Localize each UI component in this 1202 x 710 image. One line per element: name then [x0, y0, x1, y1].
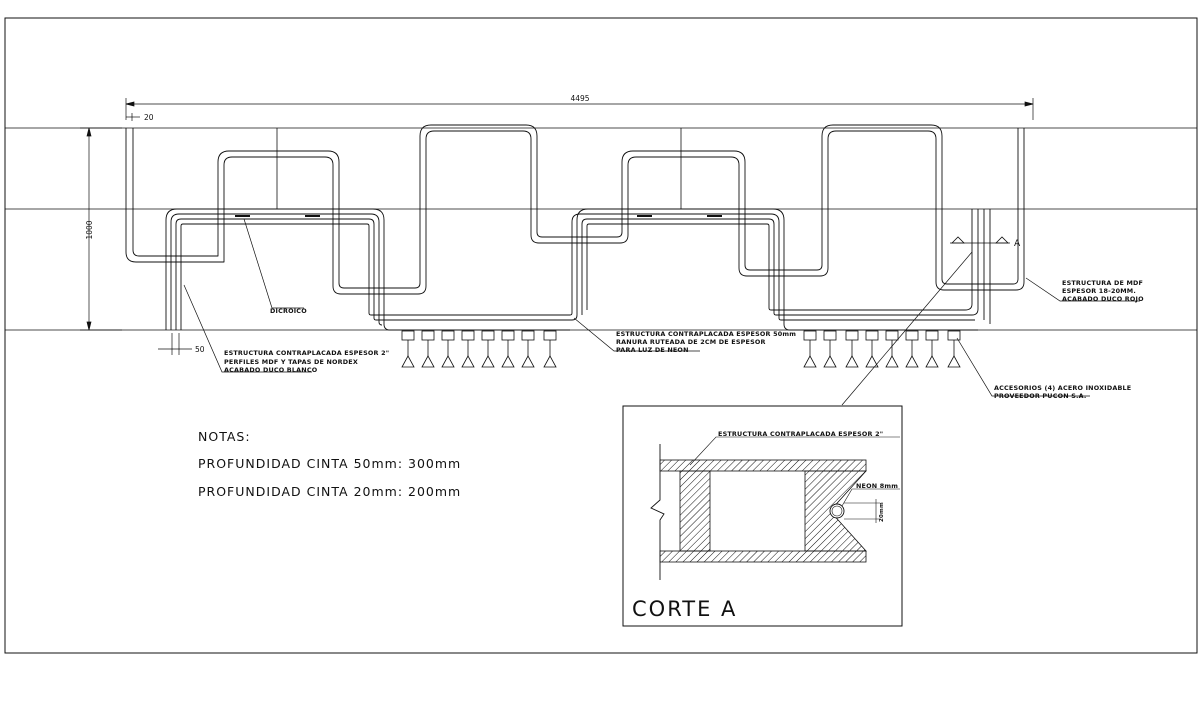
label-accessories-1: ACCESORIOS (4) ACERO INOXIDABLE [994, 384, 1131, 392]
notes-line-1: PROFUNDIDAD CINTA 50mm: 300mm [198, 456, 461, 471]
accessory-fixture [885, 330, 899, 368]
label-dicroico: DICROICO [270, 307, 307, 315]
section-label-neon: NEON 8mm [856, 482, 898, 490]
section-label-structure: ESTRUCTURA CONTRAPLACADA ESPESOR 2" [718, 430, 883, 438]
label-left-structure-1: ESTRUCTURA CONTRAPLACADA ESPESOR 2" [224, 349, 389, 357]
accessory-fixture [461, 330, 475, 368]
section-title: CORTE A [632, 597, 737, 621]
accessory-fixture [401, 330, 415, 368]
serpentine-structure [125, 124, 1025, 295]
section-marker-label: A [1014, 239, 1021, 249]
accessory-fixture [845, 330, 859, 368]
leader-lines [183, 218, 1140, 406]
section-marker [950, 236, 1010, 244]
label-center-structure-3: PARA LUZ DE NEON [616, 346, 689, 354]
dimension-height [80, 127, 122, 331]
dimension-bottom [158, 333, 192, 355]
label-center-structure-2: RANURA RUTEADA DE 2CM DE ESPESOR [616, 338, 766, 346]
notes-line-2: PROFUNDIDAD CINTA 20mm: 200mm [198, 484, 461, 499]
dimension-total-width [125, 98, 1034, 121]
label-right-structure-2: ESPESOR 18-20MM. [1062, 287, 1136, 295]
dimension-height-label: 1000 [85, 220, 94, 239]
label-right-structure-3: ACABADO DUCO ROJO [1062, 295, 1144, 303]
accessory-fixture [441, 330, 455, 368]
label-left-structure-2: PERFILES MDF Y TAPAS DE NORDEX [224, 358, 358, 366]
section-label-dim: 20mm [879, 502, 885, 522]
accessory-fixture [543, 330, 557, 368]
label-accessories-2: PROVEEDOR PUCON S.A. [994, 392, 1087, 400]
sheet-border [4, 17, 1198, 654]
accessory-fixture [905, 330, 919, 368]
accessory-fixture [481, 330, 495, 368]
accessories-group [401, 330, 961, 368]
dimension-bottom-label: 50 [195, 345, 205, 354]
contraplacada-left [165, 208, 991, 331]
dimension-offset-label: 20 [144, 113, 154, 122]
label-center-structure-1: ESTRUCTURA CONTRAPLACADA ESPESOR 50mm [616, 330, 796, 338]
notes-title: NOTAS: [198, 429, 251, 444]
label-right-structure-1: ESTRUCTURA DE MDF [1062, 279, 1143, 287]
accessory-fixture [421, 330, 435, 368]
accessory-fixture [521, 330, 535, 368]
accessory-fixture [501, 330, 515, 368]
section-detail [622, 405, 903, 627]
accessory-fixture [925, 330, 939, 368]
accessory-fixture [803, 330, 817, 368]
accessory-fixture [865, 330, 879, 368]
label-left-structure-3: ACABADO DUCO BLANCO [224, 366, 318, 374]
accessory-fixture [823, 330, 837, 368]
dimension-total-label: 4495 [570, 94, 589, 103]
accessory-fixture [947, 330, 961, 368]
